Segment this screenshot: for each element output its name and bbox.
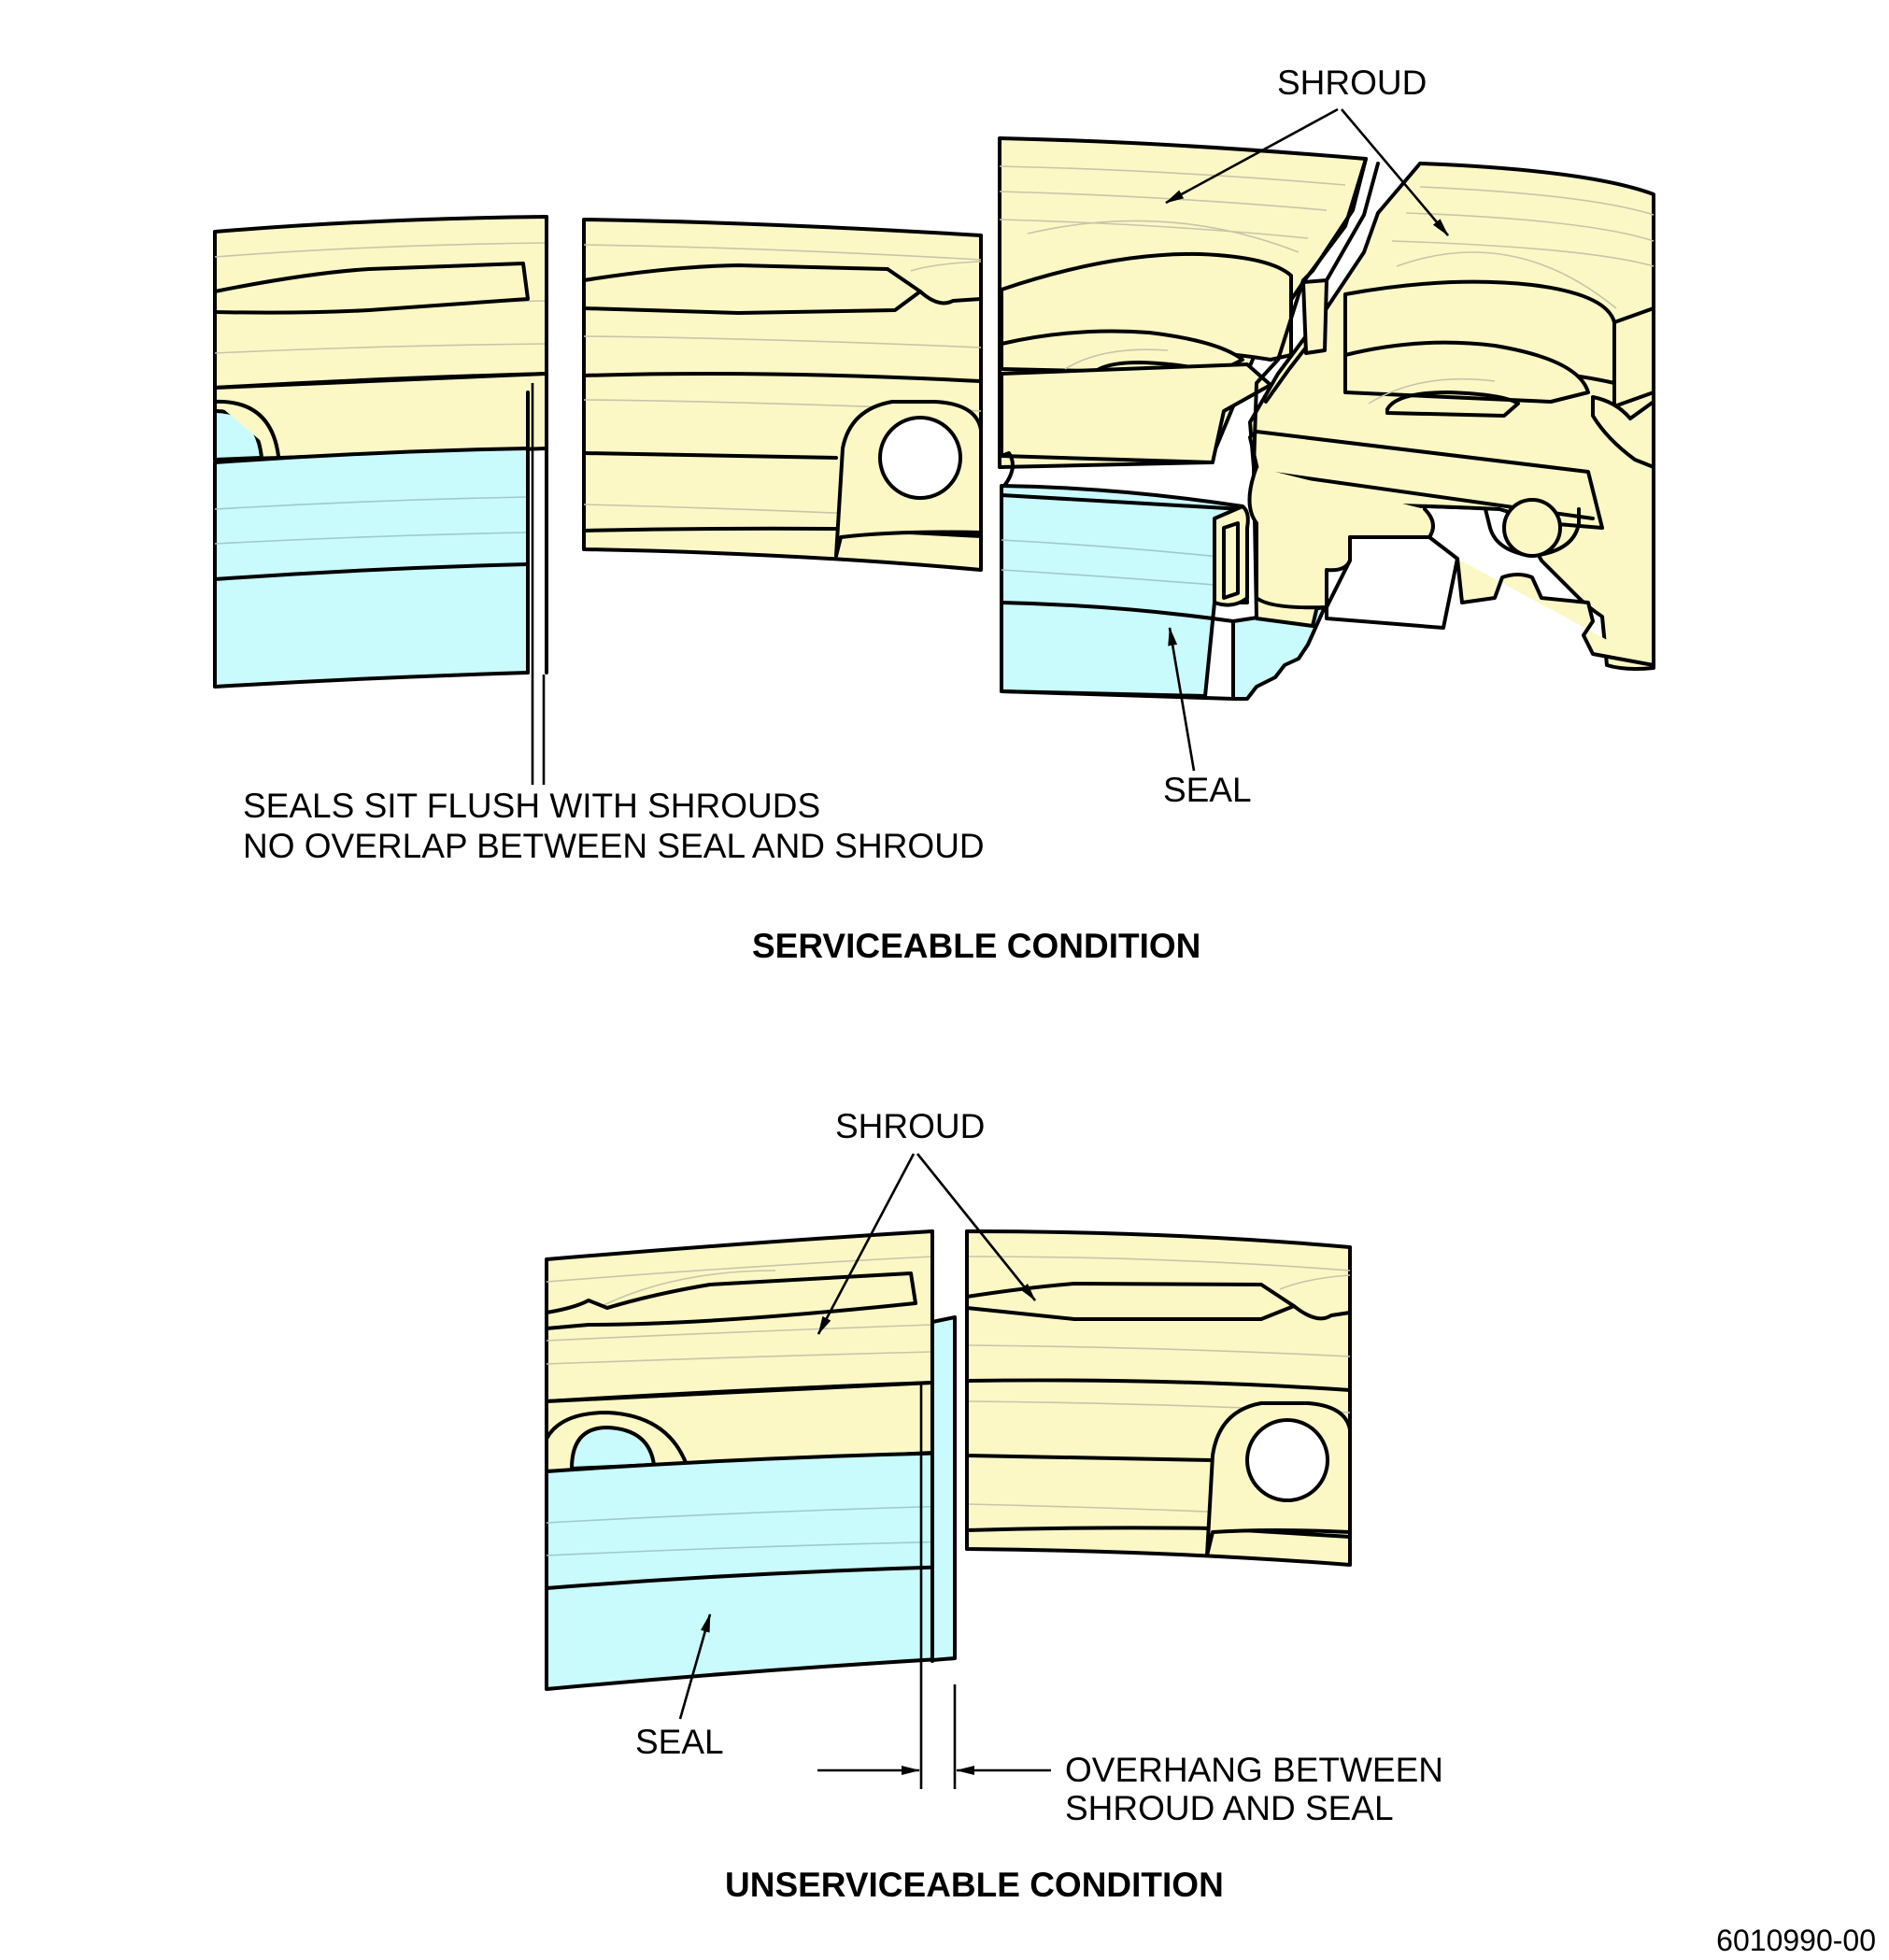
shroud-hole-unsvc-right bbox=[1245, 1418, 1329, 1502]
flush-note-line1: SEALS SIT FLUSH WITH SHROUDS bbox=[243, 787, 820, 825]
unserviceable-seal-label: SEAL bbox=[635, 1723, 724, 1761]
unserviceable-shroud-label: SHROUD bbox=[835, 1107, 985, 1145]
serviceable-shroud-label: SHROUD bbox=[1277, 64, 1427, 102]
serviceable-title: SERVICEABLE CONDITION bbox=[752, 927, 1200, 965]
flush-note-line2: NO OVERLAP BETWEEN SEAL AND SHROUD bbox=[243, 827, 985, 865]
seal-leader-serviceable bbox=[1168, 627, 1196, 772]
shroud-hook-left bbox=[213, 372, 548, 462]
shroud-leader-left bbox=[1165, 107, 1339, 205]
overhang-note-line2: SHROUD AND SEAL bbox=[1065, 1789, 1394, 1827]
shroud-pocket-unsvc-right bbox=[965, 1282, 1296, 1321]
shroud-pocket-unsvc-left bbox=[545, 1271, 917, 1330]
shroud-pocket-left bbox=[213, 262, 530, 315]
unserviceable-annotations: SHROUD SEAL OVERHANG BETWEEN SHROUD AND … bbox=[635, 1107, 1443, 1904]
overhang-note-line1: OVERHANG BETWEEN bbox=[1065, 1751, 1443, 1789]
serviceable-annotations: SHROUD SEAL SEALS SIT FLUSH WITH SHROUDS… bbox=[243, 64, 1449, 965]
shroud-leader-unsvc-left bbox=[817, 1153, 916, 1335]
seal-unsvc bbox=[545, 1451, 957, 1691]
unserviceable-right-panel bbox=[965, 1229, 1352, 1567]
shroud-hole-unsvc-left bbox=[570, 1426, 656, 1470]
shroud-hole-3d bbox=[1502, 498, 1562, 558]
serviceable-right-panel-3d bbox=[998, 136, 1655, 701]
unserviceable-title: UNSERVICEABLE CONDITION bbox=[725, 1866, 1224, 1904]
shroud-pocket-middle bbox=[582, 263, 922, 315]
seal-leader-unsvc bbox=[678, 1613, 712, 1720]
figure-number: 6010990-00 bbox=[1716, 1924, 1876, 1957]
shroud-hole-middle bbox=[878, 416, 962, 500]
serviceable-middle-panel bbox=[582, 218, 983, 572]
serviceable-left-panel bbox=[213, 215, 548, 785]
unserviceable-left-panel bbox=[545, 1229, 957, 1789]
shroud-leader-right bbox=[1341, 108, 1449, 236]
seal-left bbox=[213, 447, 530, 689]
serviceable-seal-label: SEAL bbox=[1163, 771, 1252, 809]
shroud-leader-unsvc-right bbox=[916, 1153, 1037, 1301]
